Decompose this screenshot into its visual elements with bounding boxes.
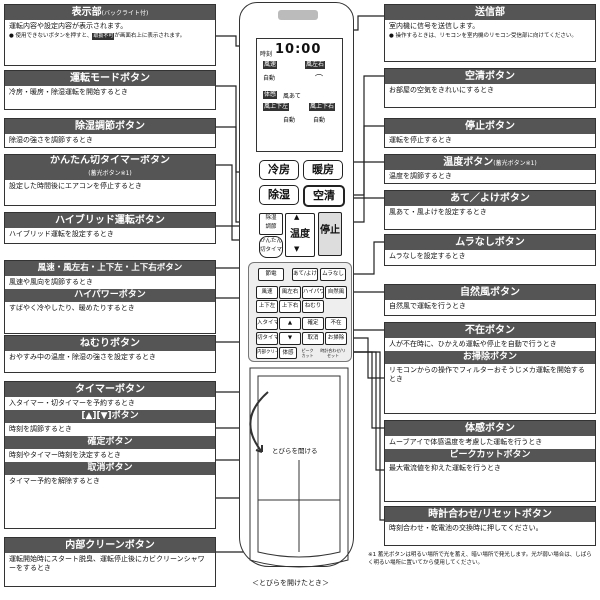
cleaning-button[interactable]: お掃除 [325, 332, 347, 345]
label-hybrid: ハイブリッド運転ボタン ハイブリッド運転を設定するとき [4, 212, 216, 244]
sleep-button[interactable]: ねむり [302, 300, 324, 313]
display-kaze-ate: 風あて [283, 93, 301, 100]
label-dry-adjust: 除湿調節ボタン 除湿の強さを調節するとき [4, 118, 216, 148]
cool-button[interactable]: 冷房 [259, 160, 299, 180]
label-natural-wind: 自然風ボタン 自然風で運転を行うとき [384, 284, 596, 316]
display-lr: 風左右 [305, 61, 326, 69]
dry-button[interactable]: 除湿 [259, 185, 299, 205]
ate-yoke-button[interactable]: あて/よけ [292, 268, 318, 281]
unavailable-badge: 取扱不可 [92, 33, 115, 40]
caption: ＜とびらを開けたとき＞ [252, 579, 329, 587]
label-sleep: ねむりボタン おやすみ中の温度・除湿の強さを設定するとき [4, 335, 216, 373]
absent-button[interactable]: 不在 [325, 317, 347, 330]
ud-left-button[interactable]: 上下左 [256, 300, 278, 313]
display-auto1: 自動 [263, 75, 276, 82]
clean-button[interactable]: 空清 [303, 185, 345, 207]
time-up-button[interactable]: ▲ [279, 317, 301, 330]
display-time-label: 時刻 [260, 51, 273, 58]
on-timer-button[interactable]: 入タイマー [256, 317, 278, 330]
stop-button[interactable]: 停止 [318, 212, 342, 256]
display-auto2: 自動 [283, 117, 296, 124]
muranashi-button[interactable]: ムラなし [320, 268, 346, 281]
display-fan-icon: ⌒ [315, 74, 323, 83]
display-time: 10:00 [275, 42, 322, 57]
display-speed: 風速 [263, 61, 278, 69]
cancel-button[interactable]: 取消 [302, 332, 324, 345]
transmitter [278, 10, 318, 20]
display-ud-left: 風上下左 [263, 103, 290, 111]
speed-button[interactable]: 風速 [256, 286, 278, 299]
eco-button[interactable]: 節電 [258, 268, 284, 281]
temp-button[interactable]: 温度 [285, 213, 315, 257]
label-muranashi: ムラなしボタン ムラなしを設定するとき [384, 234, 596, 266]
label-clean: 空清ボタン お部屋の空気をきれいにするとき [384, 68, 596, 108]
off-timer-button[interactable]: 切タイマー [256, 332, 278, 345]
temp-up-icon[interactable]: ▲ [294, 213, 300, 221]
label-stop: 停止ボタン 運転を停止するとき [384, 118, 596, 148]
display-ud-right: 風上下右 [309, 103, 336, 111]
label-internal-clean: 内部クリーンボタン 運転開始時にスタート脱臭、運転停止後にカビクリーンシャワーを… [4, 537, 216, 587]
label-wind: 風速・風左右・上下左・上下右ボタン 風速や風向を調節するとき ハイパワーボタン … [4, 260, 216, 334]
natural-wind-button[interactable]: 自然風 [325, 286, 347, 299]
temp-down-icon[interactable]: ▼ [294, 245, 300, 253]
label-taikan: 体感ボタン ムーブアイで体感温度を考慮した運転を行うとき ピークカットボタン 最… [384, 420, 596, 502]
time-down-button[interactable]: ▼ [279, 332, 301, 345]
peak-cut-button[interactable]: ピークカット [301, 348, 314, 358]
label-display: 表示部(バックライト付) 運転内容や設定内容が表示されます。 ● 使用できないボ… [4, 4, 216, 66]
label-transmitter: 送信部 室内機に信号を送信します。 ● 操作するときは、リモコンを室内機のリモコ… [384, 4, 596, 62]
label-absent: 不在ボタン 人が不在時に、ひかえめ運転や停止を自動で行うとき お掃除ボタン リモ… [384, 322, 596, 414]
display-taikan: 体感 [263, 91, 278, 99]
hipower-button[interactable]: ハイパワー [302, 286, 324, 299]
display-panel: 時刻 10:00 風速 風左右 自動 ⌒ 体感 風あて 風上下左 風上下右 自動… [256, 38, 343, 152]
label-mode-button: 運転モードボタン 冷房・暖房・除湿運転を開始するとき [4, 70, 216, 110]
ud-right-button[interactable]: 上下右 [279, 300, 301, 313]
heat-button[interactable]: 暖房 [303, 160, 343, 180]
dry-adjust-button[interactable]: 除湿 調節 [259, 213, 283, 235]
label-easy-timer: かんたん切タイマーボタン(蓄光ボタン※1) 設定した時間後にエアコンを停止すると… [4, 154, 216, 206]
label-timer: タイマーボタン 入タイマー・切タイマーを予約するとき [▲][▼]ボタン 時刻を… [4, 381, 216, 529]
clock-reset-button[interactable]: 時計合わせ/リセット [320, 348, 346, 358]
lr-button[interactable]: 風左右 [279, 286, 301, 299]
label-clock-reset: 時計合わせ/リセットボタン 時刻合わせ・乾電池の交換時に押してください。 [384, 506, 596, 546]
display-auto3: 自動 [313, 117, 326, 124]
easy-timer-button[interactable]: かんたん 切タイマー [259, 236, 283, 258]
confirm-button[interactable]: 確定 [302, 317, 324, 330]
internal-clean-button[interactable]: 内部クリーン [256, 347, 278, 359]
label-temp: 温度ボタン(蓄光ボタン※1) 温度を調節するとき [384, 154, 596, 184]
footnote: ※1 蓄光ボタンは明るい場所で光を蓄え、暗い場所で発光します。光が弱い場合は、し… [368, 552, 592, 566]
label-ate-yoke: あて／よけボタン 風あて・風よけを設定するとき [384, 190, 596, 230]
open-door-label: とびらを開ける [272, 447, 318, 455]
taikan-button[interactable]: 体感 [279, 347, 297, 359]
